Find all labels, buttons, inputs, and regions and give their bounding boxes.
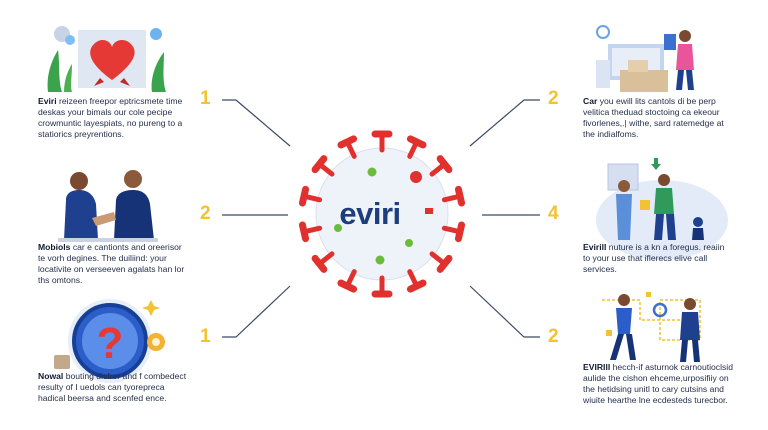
virus-spike-cap [337, 279, 358, 293]
connector-bottom-left [222, 285, 291, 338]
virus-spike-cap [454, 221, 466, 243]
caption-lead: Car [583, 96, 598, 106]
caption-top-left: Eviri reizeen freepor eptricsmete time d… [38, 96, 188, 140]
caption-text: nuture is a kn a foregus. reaiin to your… [583, 242, 725, 274]
step-number-bottom-right: 2 [548, 326, 559, 347]
step-number-bottom-left: 1 [200, 326, 211, 347]
handshake-people-icon [58, 170, 158, 242]
caption-text: hecch-if asturnok carnoutioclsid aulide … [583, 362, 733, 405]
connector-lines [222, 99, 540, 338]
caption-text: reizeen freepor eptricsmete time deskas … [38, 96, 183, 139]
connector-top-right [469, 99, 540, 147]
caption-lead: Eviri [38, 96, 57, 106]
caption-mid-left: Mobiols car e cantionts and oreerisor te… [38, 242, 188, 286]
virus-spike-cap [436, 155, 453, 174]
heart-card-icon [47, 26, 166, 92]
caption-lead: Evirill [583, 242, 607, 252]
caption-text: you ewill lits cantols di be perp veliti… [583, 96, 724, 139]
caption-text: car e cantionts and oreerisor te vorh de… [38, 242, 185, 285]
connector-top-left [222, 99, 291, 147]
virus-spike-cap [454, 185, 466, 207]
caption-bottom-right: EVIRIll hecch-if asturnok carnoutioclsid… [583, 362, 733, 406]
virus-spike-cap [298, 185, 310, 207]
virus-spike-cap [436, 254, 453, 273]
virus-spike-cap [311, 254, 328, 273]
connector-bottom-right [469, 285, 540, 338]
caption-lead: Nowal [38, 371, 64, 381]
step-number-mid-left: 2 [200, 203, 211, 224]
engineers-tools-icon [602, 292, 701, 362]
caption-lead: EVIRIll [583, 362, 611, 372]
step-number-top-left: 1 [200, 88, 211, 109]
step-number-top-right: 2 [548, 88, 559, 109]
virus-center-icon [298, 130, 466, 298]
virus-spike-cap [311, 155, 328, 174]
office-worker-icon [596, 25, 694, 92]
caption-top-right: Car you ewill lits cantols di be perp ve… [583, 96, 733, 140]
caption-bottom-left: Nowal bouting disfrer and f combedect re… [38, 371, 188, 404]
virus-spike-cap [337, 135, 358, 149]
center-word: eviri [339, 196, 401, 231]
virus-spike-cap [298, 221, 310, 243]
virus-spike-cap [406, 135, 427, 149]
virus-spike-cap [406, 279, 427, 293]
svg-text:?: ? [97, 319, 124, 368]
step-number-mid-right: 4 [548, 203, 559, 224]
family-illustration-icon [596, 158, 728, 260]
question-gauge-icon: ? [54, 299, 165, 383]
caption-mid-right: Evirill nuture is a kn a foregus. reaiin… [583, 242, 733, 275]
caption-text: bouting disfrer and f combedect resulty … [38, 371, 187, 403]
caption-lead: Mobiols [38, 242, 71, 252]
